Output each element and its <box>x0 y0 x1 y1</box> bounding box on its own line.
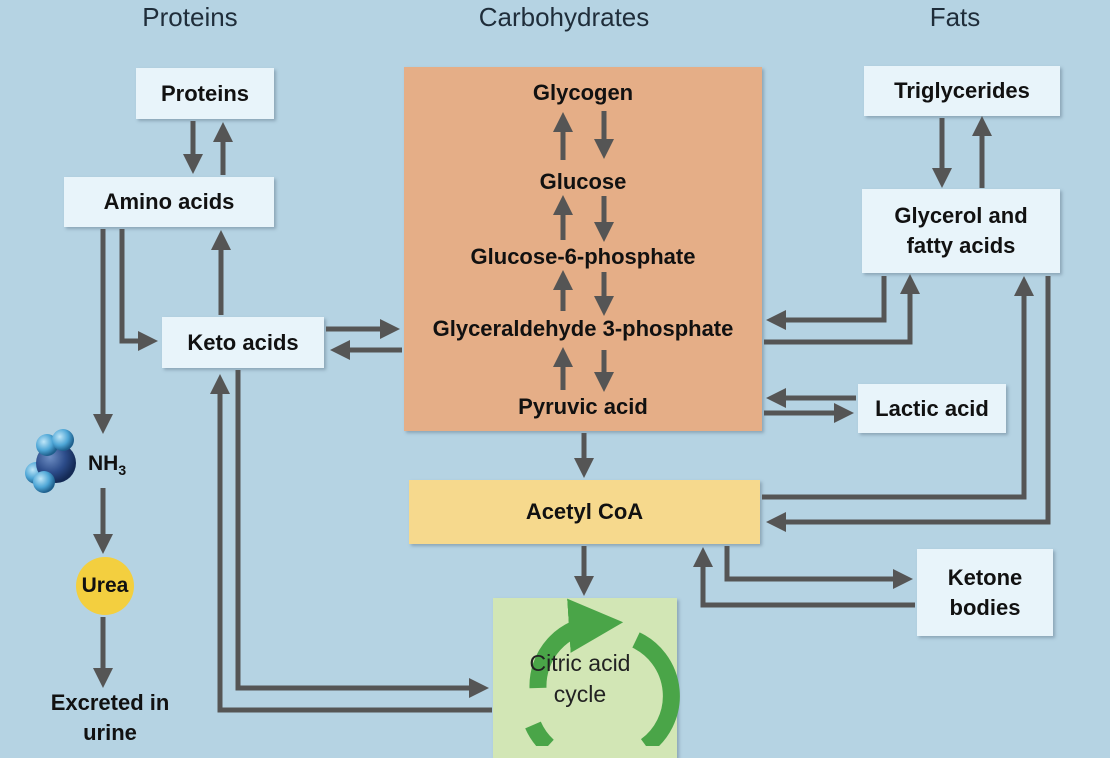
node-glucose: Glucose <box>539 169 627 194</box>
node-lactic-acid: Lactic acid <box>858 384 1006 433</box>
node-proteins: Proteins <box>136 68 274 119</box>
arrow-keto-to-citric <box>235 370 489 698</box>
header-proteins: Proteins <box>142 2 238 32</box>
node-ketone-bodies: Ketone bodies <box>917 549 1053 636</box>
arrow-citric-to-keto <box>210 374 492 713</box>
node-nh3: NH3 <box>88 452 126 478</box>
node-glycogen: Glycogen <box>532 80 634 105</box>
ammonia-molecule-icon <box>25 429 76 493</box>
header-fats: Fats <box>929 2 981 32</box>
node-amino-acids: Amino acids <box>64 177 274 227</box>
node-glucose-6-phosphate: Glucose-6-phosphate <box>470 244 696 269</box>
node-urea: Urea <box>76 557 134 615</box>
arrow-glycerol-to-g3p <box>766 276 887 330</box>
node-acetyl-coa: Acetyl CoA <box>409 480 760 544</box>
arrow-amino-to-keto <box>119 229 158 351</box>
carbohydrate-pathway-block <box>404 67 762 431</box>
node-excreted-in-urine: Excreted in urine <box>50 690 170 745</box>
header-carbohydrates: Carbohydrates <box>478 2 650 32</box>
arrow-acetyl-to-glycerol <box>762 276 1034 500</box>
nh3-base: NH <box>88 452 119 475</box>
arrow-ketone-to-acetyl <box>693 547 915 608</box>
node-triglycerides: Triglycerides <box>864 66 1060 116</box>
node-glycerol-fatty-acids: Glycerol and fatty acids <box>862 189 1060 273</box>
node-pyruvic-acid: Pyruvic acid <box>518 394 648 419</box>
arrow-glycerol-to-acetyl <box>766 276 1051 532</box>
node-glyceraldehyde-3-phosphate: Glyceraldehyde 3-phosphate <box>432 316 734 341</box>
arrow-acetyl-to-ketone <box>724 546 913 589</box>
node-citric-acid-cycle: Citric acid cycle <box>529 650 631 707</box>
nh3-subscript: 3 <box>118 462 127 479</box>
node-keto-acids: Keto acids <box>162 317 324 368</box>
arrow-g3p-to-glycerol <box>764 274 920 345</box>
